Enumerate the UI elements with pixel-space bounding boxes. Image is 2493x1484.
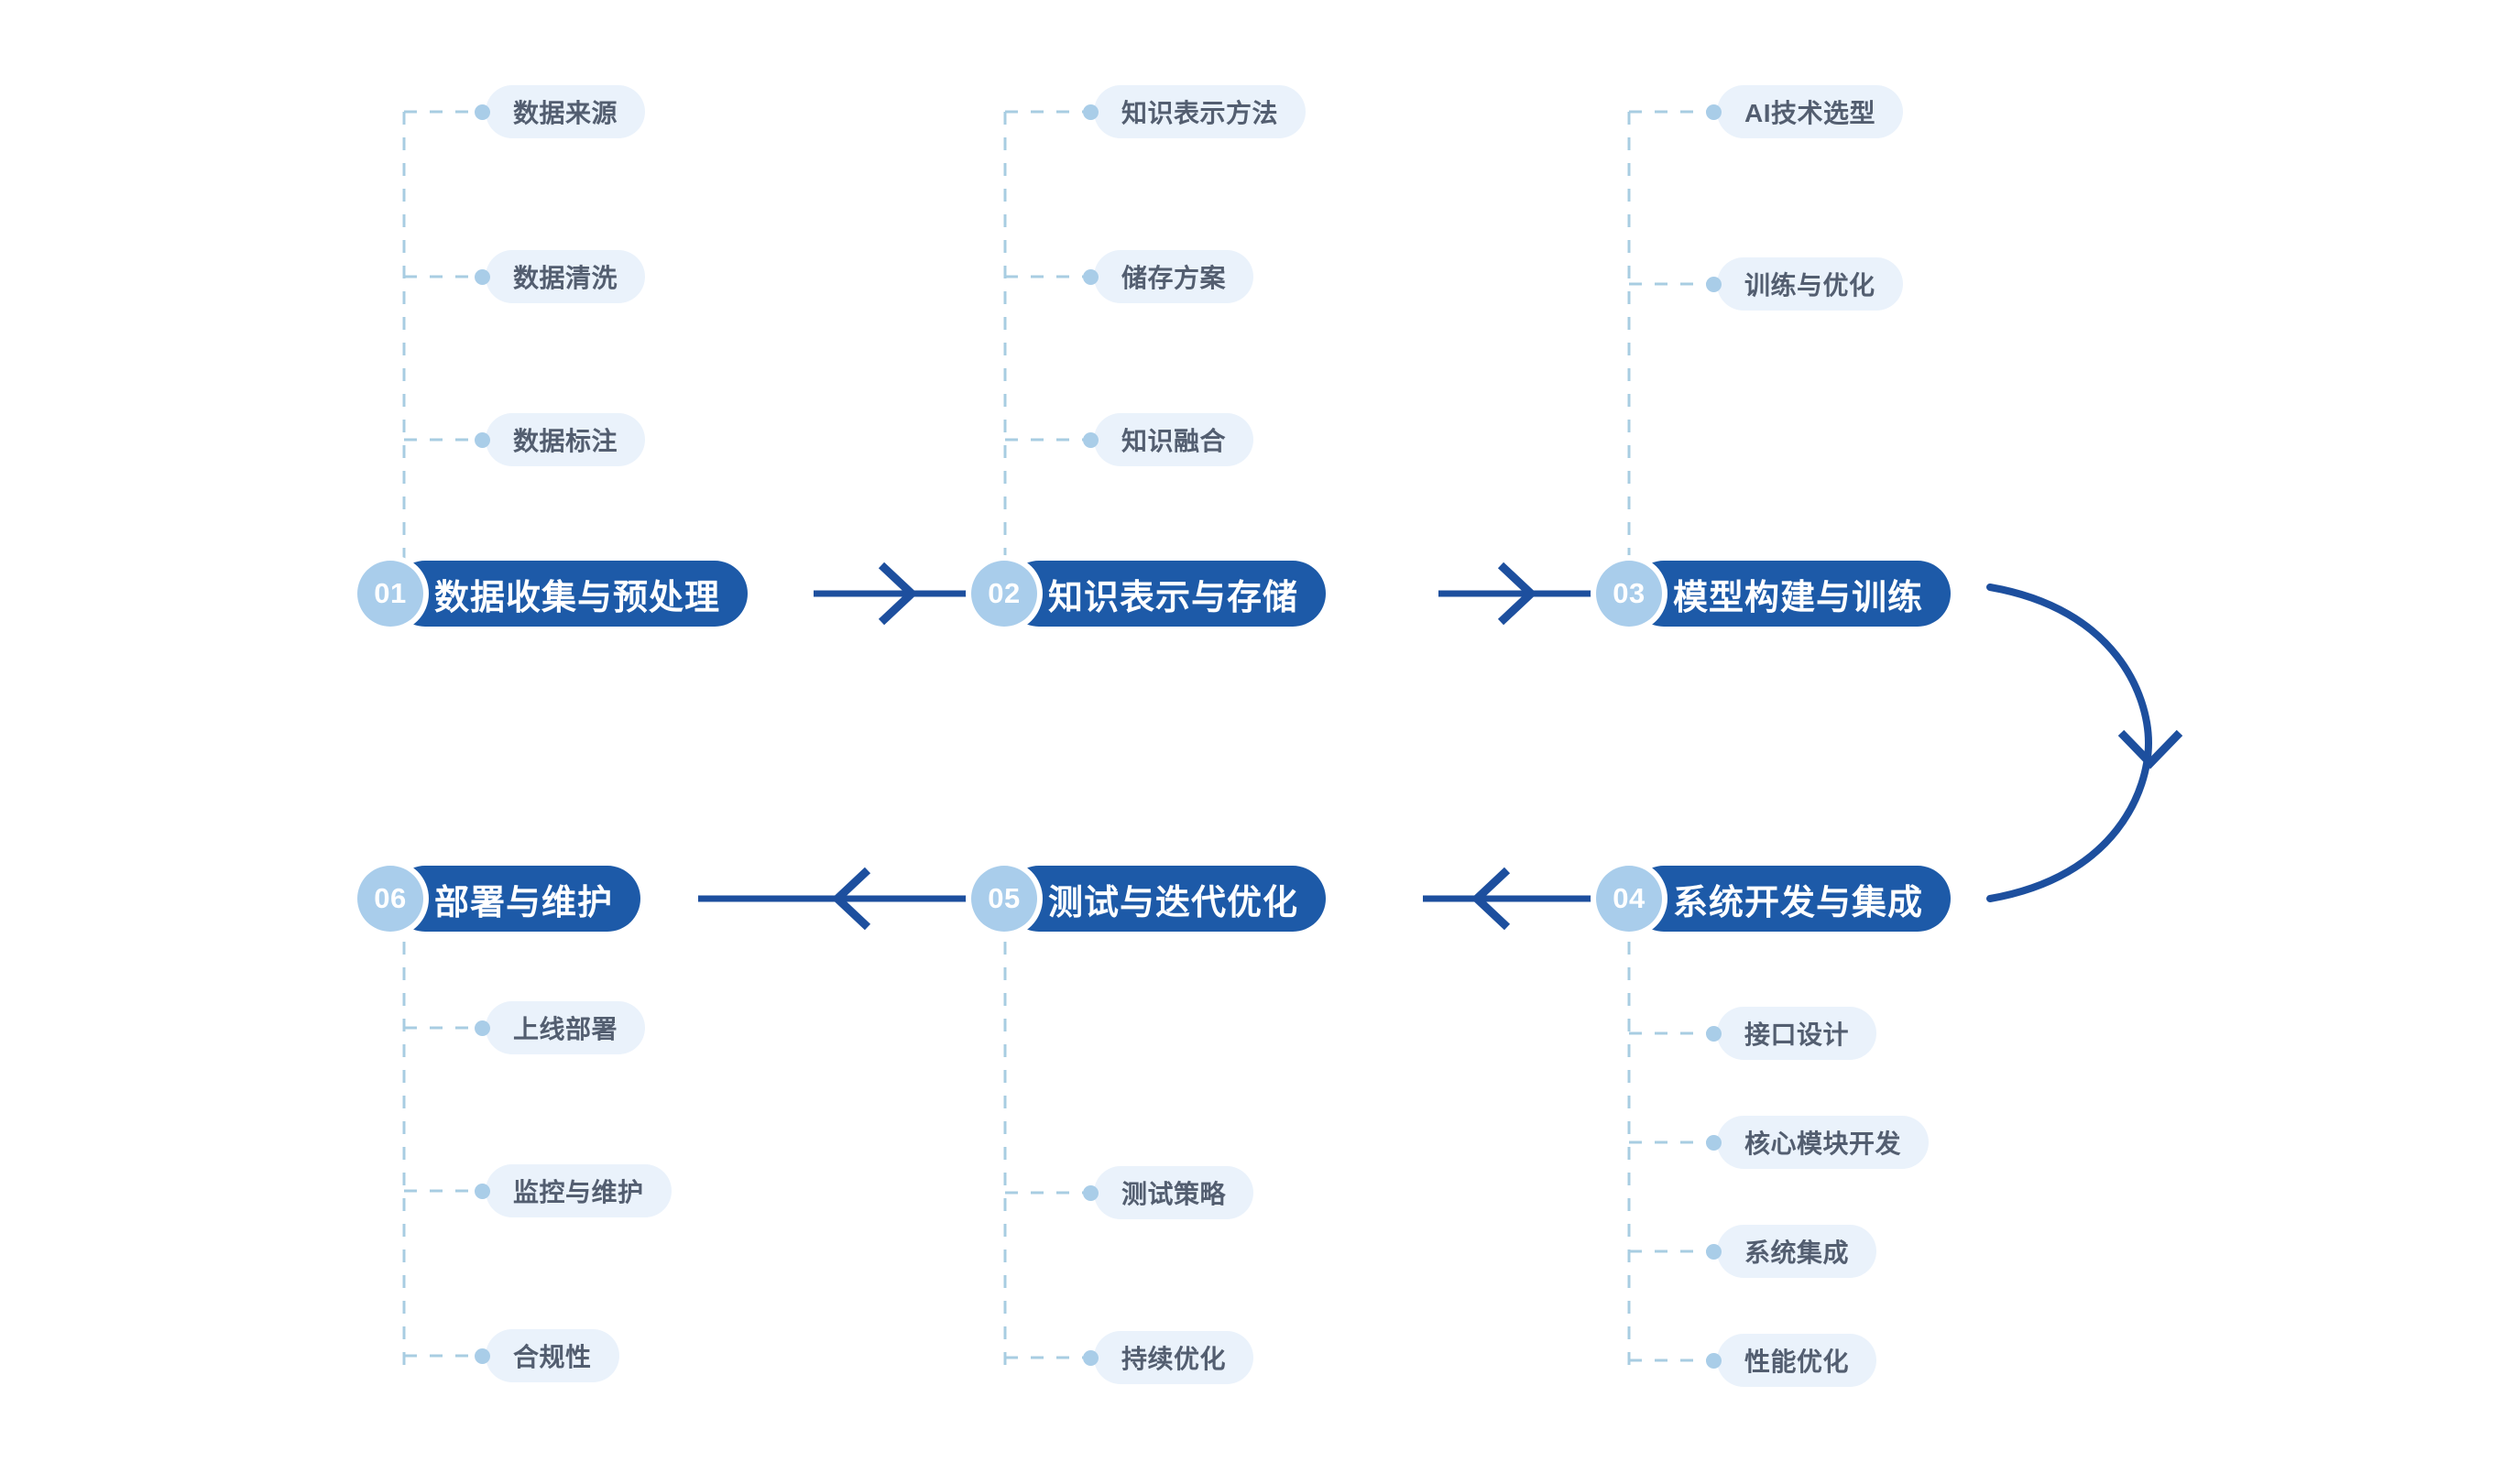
sub-item-label[interactable]: 数据清洗 [486, 250, 646, 303]
sub-item: 储存方案 [1083, 250, 1254, 303]
stage-number-badge: 04 [1596, 866, 1662, 932]
bullet-dot-icon [1083, 268, 1099, 285]
stage-label: 系统开发与集成 [1631, 866, 1952, 932]
sub-item: 训练与优化 [1706, 257, 1903, 311]
sub-item: 数据清洗 [475, 250, 646, 303]
sub-item: 接口设计 [1706, 1007, 1877, 1060]
sub-item: 合规性 [475, 1329, 619, 1382]
sub-item: 性能优化 [1706, 1334, 1877, 1387]
stage-label: 模型构建与训练 [1631, 561, 1952, 627]
stage-number-badge: 01 [357, 561, 423, 627]
sub-item-label[interactable]: 测试策略 [1094, 1166, 1254, 1219]
sub-item: 知识表示方法 [1083, 85, 1307, 138]
sub-item: 知识融合 [1083, 413, 1254, 466]
sub-item-label[interactable]: 训练与优化 [1717, 257, 1903, 311]
bullet-dot-icon [1706, 1025, 1722, 1042]
dashed-branch-group-stage-02 [1003, 110, 1092, 586]
sub-item: 上线部署 [475, 1001, 646, 1054]
bullet-dot-icon [1083, 431, 1099, 448]
dashed-branch-group-stage-01 [402, 110, 484, 586]
stage-label: 知识表示与存储 [1006, 561, 1327, 627]
sub-item: AI技术选型 [1706, 85, 1904, 138]
sub-item: 核心模块开发 [1706, 1116, 1930, 1169]
dashed-branch-group-stage-05 [1003, 916, 1092, 1374]
bullet-dot-icon [1083, 104, 1099, 120]
bullet-dot-icon [475, 1183, 490, 1199]
stage-number-badge: 02 [971, 561, 1037, 627]
sub-item: 系统集成 [1706, 1225, 1877, 1278]
sub-item: 数据标注 [475, 413, 646, 466]
stage-node-04[interactable]: 04 系统开发与集成 [1596, 866, 1952, 932]
sub-item: 测试策略 [1083, 1166, 1254, 1219]
stage-number-badge: 05 [971, 866, 1037, 932]
sub-item-label[interactable]: 数据标注 [486, 413, 646, 466]
flow-arrow-02-to-03 [1438, 562, 1610, 626]
sub-item-label[interactable]: 持续优化 [1094, 1331, 1254, 1384]
stage-number-badge: 06 [357, 866, 423, 932]
bullet-dot-icon [1706, 1134, 1722, 1151]
stage-label: 测试与迭代优化 [1006, 866, 1327, 932]
sub-item-label[interactable]: 合规性 [486, 1329, 619, 1382]
stage-node-06[interactable]: 06 部署与维护 [357, 866, 641, 932]
sub-item-label[interactable]: 接口设计 [1717, 1007, 1877, 1060]
flow-arrow-03-to-04 [1986, 584, 2183, 902]
stage-node-02[interactable]: 02 知识表示与存储 [971, 561, 1327, 627]
bullet-dot-icon [475, 268, 490, 285]
flow-arrow-04-to-05 [1423, 867, 1610, 931]
dashed-branch-group-stage-03 [1627, 110, 1715, 586]
bullet-dot-icon [475, 104, 490, 120]
sub-item-label[interactable]: 性能优化 [1717, 1334, 1877, 1387]
sub-item: 数据来源 [475, 85, 646, 138]
sub-item-label[interactable]: 知识表示方法 [1094, 85, 1307, 138]
sub-item: 监控与维护 [475, 1164, 672, 1217]
bullet-dot-icon [1083, 1184, 1099, 1201]
bullet-dot-icon [1706, 1352, 1722, 1369]
bullet-dot-icon [1706, 104, 1722, 120]
stage-number-badge: 03 [1596, 561, 1662, 627]
bullet-dot-icon [1083, 1349, 1099, 1366]
flow-arrow-01-to-02 [814, 562, 985, 626]
stage-node-05[interactable]: 05 测试与迭代优化 [971, 866, 1327, 932]
bullet-dot-icon [1706, 276, 1722, 292]
stage-label: 数据收集与预处理 [392, 561, 749, 627]
sub-item-label[interactable]: 数据来源 [486, 85, 646, 138]
bullet-dot-icon [1706, 1243, 1722, 1260]
dashed-branch-group-stage-04 [1627, 916, 1715, 1374]
stage-label: 部署与维护 [392, 866, 641, 932]
sub-item-label[interactable]: AI技术选型 [1717, 85, 1904, 138]
sub-item-label[interactable]: 系统集成 [1717, 1225, 1877, 1278]
sub-item-label[interactable]: 储存方案 [1094, 250, 1254, 303]
sub-item-label[interactable]: 上线部署 [486, 1001, 646, 1054]
bullet-dot-icon [475, 431, 490, 448]
stage-node-01[interactable]: 01 数据收集与预处理 [357, 561, 749, 627]
sub-item-label[interactable]: 核心模块开发 [1717, 1116, 1930, 1169]
stage-node-03[interactable]: 03 模型构建与训练 [1596, 561, 1952, 627]
bullet-dot-icon [475, 1020, 490, 1036]
dashed-branch-group-stage-06 [402, 916, 484, 1374]
bullet-dot-icon [475, 1348, 490, 1364]
sub-item-label[interactable]: 监控与维护 [486, 1164, 672, 1217]
flow-arrow-05-to-06 [698, 867, 985, 931]
sub-item-label[interactable]: 知识融合 [1094, 413, 1254, 466]
sub-item: 持续优化 [1083, 1331, 1254, 1384]
